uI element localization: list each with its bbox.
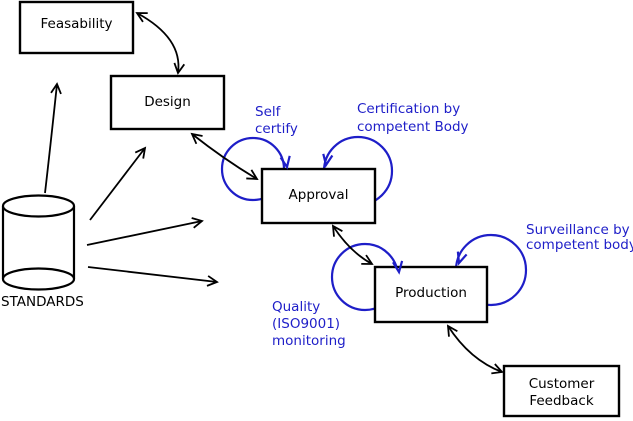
customer-feedback-label: Customer Feedback [504, 376, 619, 410]
certification-line2: competent Body [357, 119, 469, 135]
quality-line1: Quality [272, 299, 321, 315]
arrow-standards-design [89, 146, 147, 221]
customer-feedback-line1: Customer [528, 376, 595, 392]
surveillance-label: Surveillance by competent body [526, 223, 633, 253]
surveillance-line2: competent body [526, 237, 633, 253]
feasability-box [18, 0, 135, 55]
arrow-standards-approval [86, 217, 204, 246]
self-certify-line2: certify [255, 121, 298, 137]
quality-monitoring-label: Quality (ISO9001) monitoring [272, 299, 346, 350]
cylinder-bottom-ellipse [1, 267, 76, 291]
arrow-design-approval [190, 132, 259, 180]
customer-feedback-box [502, 364, 621, 418]
self-certify-label: Self certify [255, 104, 298, 138]
arrow-approval-production [331, 224, 374, 265]
standards-label: STANDARDS [1, 294, 84, 310]
design-box [109, 74, 226, 131]
certification-line1: Certification by [357, 101, 461, 117]
standards-cylinder [1, 194, 76, 291]
self-certify-arrowhead-icon [279, 155, 291, 170]
feasability-label: Feasability [40, 16, 113, 32]
arrow-production-feedback [446, 324, 504, 375]
surveillance-arrowhead-icon [456, 251, 468, 266]
arrow-standards-feasability [44, 82, 62, 194]
customer-feedback-line2: Feedback [529, 393, 594, 409]
quality-line3: monitoring [272, 333, 346, 349]
arrow-standards-production [87, 266, 219, 287]
approval-label: Approval [288, 187, 349, 203]
production-box [373, 265, 489, 324]
certification-arrowhead-icon [322, 153, 334, 168]
design-label: Design [144, 94, 191, 110]
production-label: Production [395, 285, 467, 301]
certification-label: Certification by competent Body [357, 100, 469, 136]
quality-arrowhead-icon [392, 260, 404, 275]
self-certify-line1: Self [255, 104, 281, 120]
approval-box [260, 167, 377, 225]
quality-line2: (ISO9001) [272, 316, 341, 332]
arrow-feasability-design [135, 12, 186, 75]
surveillance-line1: Surveillance by [526, 222, 630, 238]
cylinder-top-ellipse [1, 194, 76, 218]
